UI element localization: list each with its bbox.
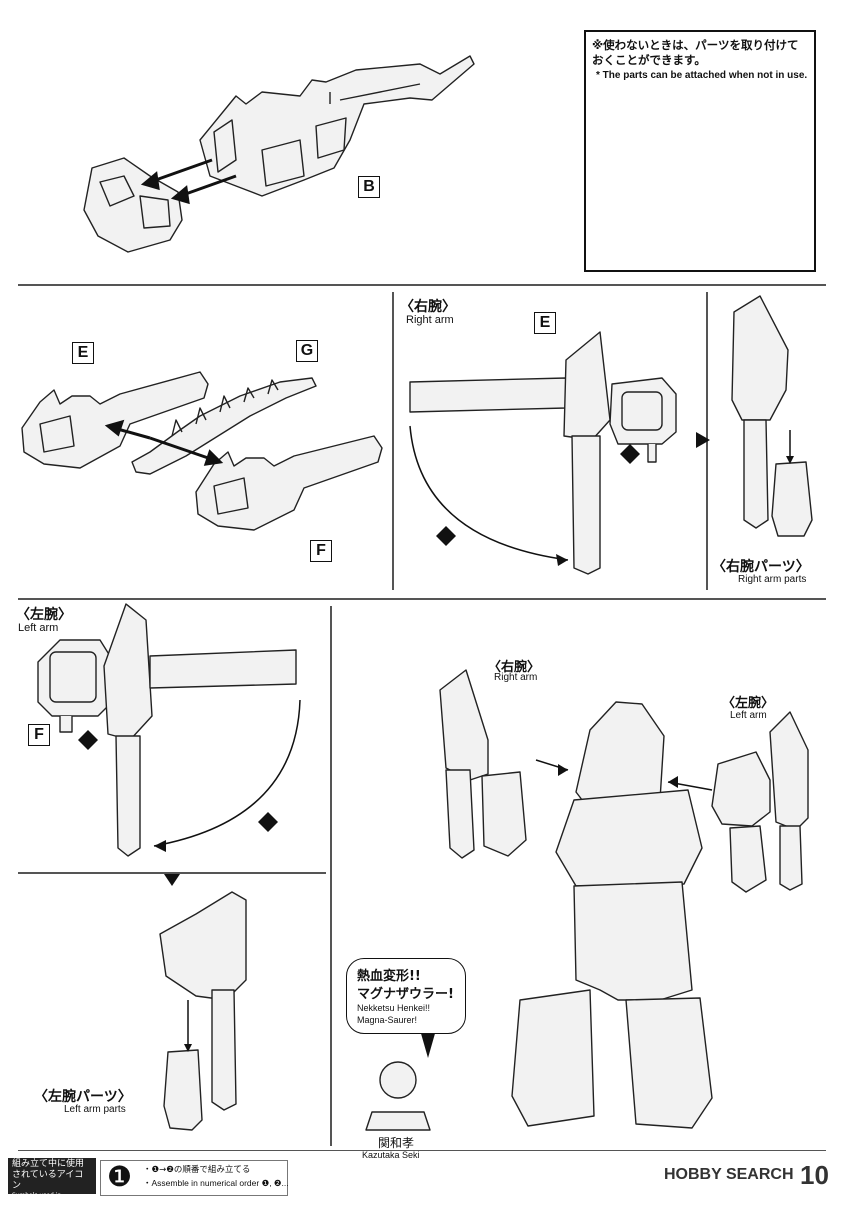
step-1-icon-left: ❶: [80, 730, 81, 731]
step-2-icon-left: ❷: [260, 812, 261, 813]
part-label-g: G: [296, 340, 318, 362]
part-label-e: E: [72, 342, 94, 364]
part-g-illustration: [131, 377, 317, 475]
icon-legend-jp-2: されているアイコン: [12, 1170, 84, 1191]
speech-line-jp-1: 熱血変形!!: [357, 969, 421, 984]
step-order-en: ・Assemble in numerical order ❶, ❷...: [143, 1178, 289, 1188]
head-part-illustration: [83, 157, 183, 253]
icon-legend-en: Symbols used in instructions: [12, 1192, 62, 1207]
divider-bottom: [18, 1150, 826, 1151]
right-arm-parts-label-jp: 〈右腕パーツ〉: [712, 559, 810, 575]
divider-left-horizontal: [18, 872, 326, 874]
left-arm-parts-illustration: [159, 891, 247, 1131]
left-arm-parts-label-en: Left arm parts: [64, 1104, 126, 1115]
right-arm-parts-label-en: Right arm parts: [738, 574, 807, 585]
right-arm-assembly-illustration: [409, 331, 677, 575]
robot-figure-illustration: [439, 669, 809, 1129]
final-right-arm-label-en: Right arm: [494, 672, 538, 683]
right-arm-heading-jp: 〈右腕〉: [400, 299, 456, 315]
step-2-icon-right: ❷: [438, 526, 439, 527]
weapon-gun-illustration: [199, 55, 475, 197]
part-label-e-right-arm: E: [534, 312, 556, 334]
part-f-illustration: [195, 435, 383, 531]
speech-line-en-1: Nekketsu Henkei!!: [357, 1003, 431, 1013]
step-icon: ❶: [107, 1160, 133, 1193]
note-text-jp: ※使わないときは、パーツを取り付けておくことができます。: [592, 38, 799, 67]
icon-legend-label: 組み立て中に使用 されているアイコン Symbols used in instr…: [8, 1158, 96, 1207]
final-left-arm-label-jp: 〈左腕〉: [722, 696, 775, 711]
step-order-legend: ❶ ・❶→❷の順番で組み立てる ・Assemble in numerical o…: [100, 1160, 289, 1196]
part-label-b: B: [358, 176, 380, 198]
character-name-jp: 関和孝: [378, 1136, 415, 1150]
left-arm-parts-label-jp: 〈左腕パーツ〉: [34, 1089, 132, 1105]
note-text-en: * The parts can be attached when not in …: [596, 70, 808, 81]
final-left-arm-label-en: Left arm: [730, 710, 767, 721]
divider-vertical-1: [392, 292, 394, 590]
speech-line-jp-2: マグナザウラー!: [357, 987, 454, 1002]
left-arm-heading-jp: 〈左腕〉: [16, 607, 72, 623]
character-face-illustration: [365, 1061, 431, 1131]
note-box: ※使わないときは、パーツを取り付けておくことができます。 * The parts…: [584, 30, 816, 272]
watermark-text: HOBBY SEARCH: [664, 1166, 794, 1183]
part-e-illustration: [21, 371, 209, 469]
right-arm-heading-en: Right arm: [406, 314, 454, 326]
speech-bubble: 熱血変形!! マグナザウラー! Nekketsu Henkei!! Magna-…: [346, 958, 466, 1034]
divider-middle: [18, 598, 826, 600]
part-label-f: F: [310, 540, 332, 562]
right-arm-parts-illustration: [731, 295, 813, 537]
divider-top: [18, 284, 826, 286]
left-arm-assembly-illustration: [37, 603, 297, 857]
left-arm-heading-en: Left arm: [18, 622, 59, 634]
icon-legend-jp-1: 組み立て中に使用: [12, 1159, 85, 1169]
speech-line-en-2: Magna-Saurer!: [357, 1015, 418, 1025]
character-name-en: Kazutaka Seki: [362, 1150, 420, 1160]
part-label-f-left-arm: F: [28, 724, 50, 746]
final-right-arm-label-jp: 〈右腕〉: [488, 660, 541, 675]
page-number: 10: [800, 1160, 829, 1190]
step-1-icon-right: ❶: [622, 444, 623, 445]
watermark: HOBBY SEARCH: [664, 1166, 794, 1184]
divider-vertical-3: [330, 606, 332, 1146]
step-order-jp: ・❶→❷の順番で組み立てる: [143, 1165, 251, 1175]
